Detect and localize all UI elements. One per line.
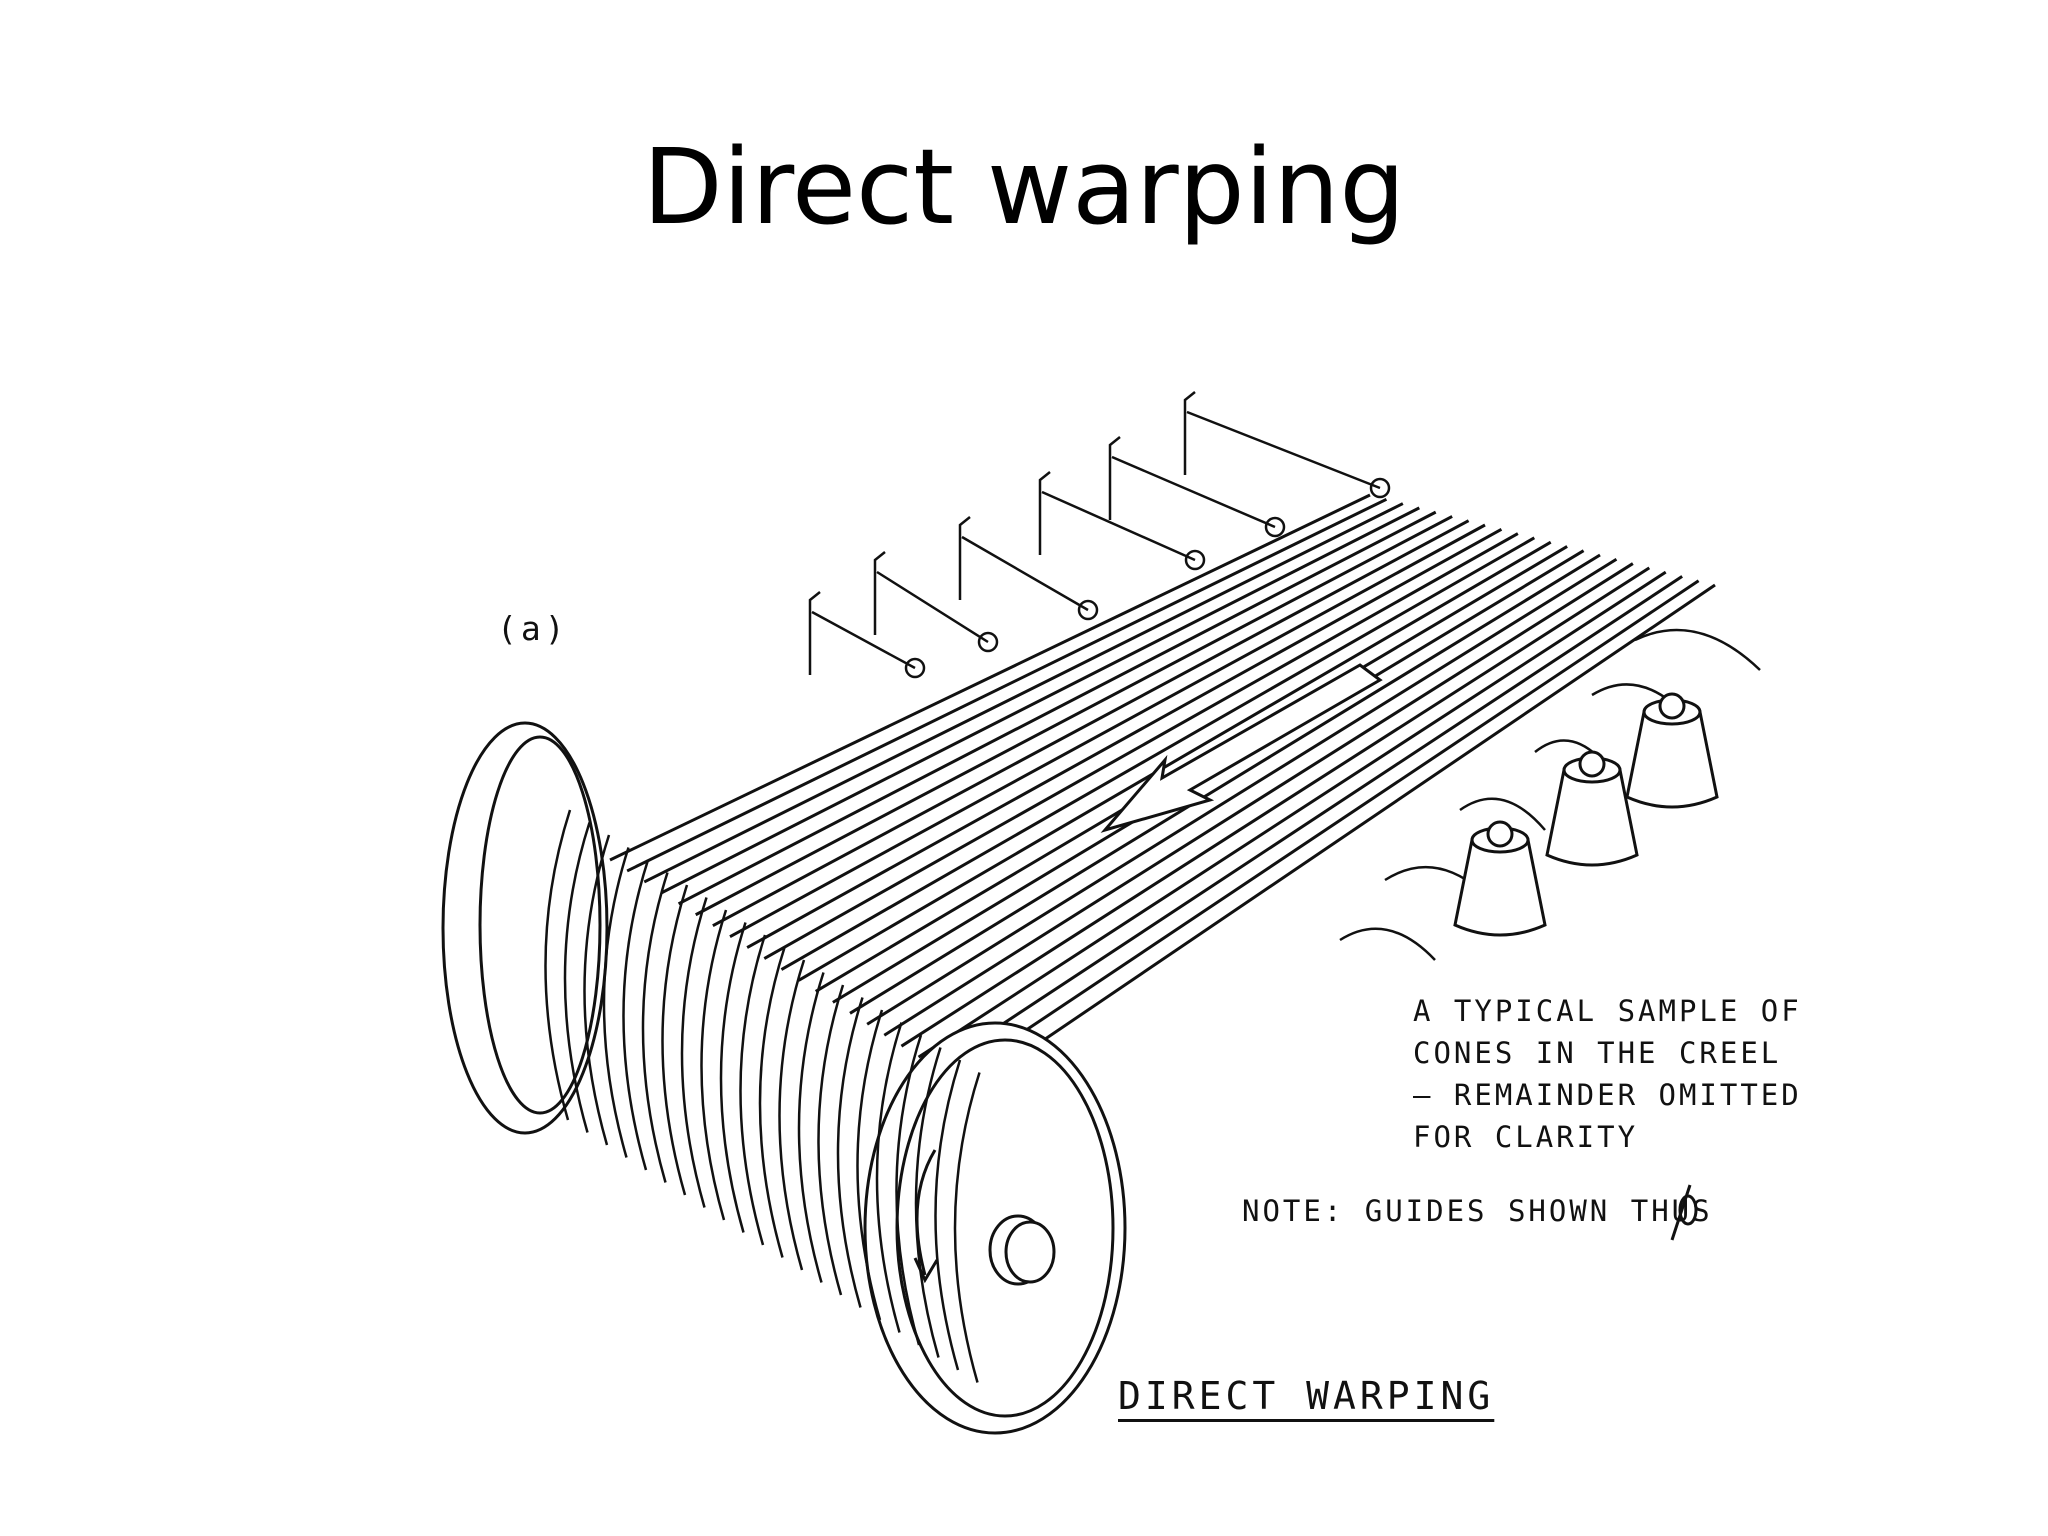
yarn-guide	[977, 631, 999, 653]
beam-wrap-line	[680, 897, 708, 1208]
yarn-cone	[1453, 838, 1547, 937]
creel-cones	[1453, 692, 1719, 937]
yarn-guide	[1077, 599, 1099, 621]
creel-note-line: – REMAINDER OMITTED	[1413, 1078, 1802, 1112]
warp-yarn-line	[849, 553, 1601, 1015]
warp-yarn-line	[780, 536, 1536, 971]
yarn-cone-guide	[1486, 820, 1514, 848]
yarn-guide	[1369, 477, 1391, 499]
beam-wrap-line	[602, 847, 630, 1158]
warp-yarn-line	[934, 575, 1683, 1070]
beam-wrap-line	[661, 884, 689, 1196]
beam-wrap-line	[875, 1022, 903, 1333]
warp-yarn-line	[866, 558, 1618, 1026]
creel-yarn-path	[958, 516, 1089, 612]
beam-wrap-line	[797, 972, 825, 1283]
yarn-cone-guide	[1578, 750, 1606, 778]
creel-yarn-path	[1634, 628, 1761, 671]
creel-yarn-path	[873, 551, 989, 644]
warp-yarn-line	[969, 583, 1716, 1092]
beam-shaft-face	[1004, 1220, 1056, 1284]
creel-yarn-path	[1459, 797, 1546, 831]
guides-note: NOTE: GUIDES SHOWN THUS	[1242, 1194, 1713, 1228]
creel-note-line: A TYPICAL SAMPLE OF	[1413, 994, 1802, 1028]
beam-wrap-line	[856, 1009, 884, 1321]
rotation-arrow-head	[913, 1257, 939, 1284]
warp-yarn-line	[917, 570, 1667, 1059]
beam-wrap-line	[758, 947, 786, 1258]
warp-yarn-line	[900, 566, 1651, 1048]
beam-wrap-line	[934, 1059, 962, 1371]
beam-wrap-line	[836, 997, 864, 1308]
beam-wrap-line	[953, 1072, 981, 1383]
yarn-guide	[1264, 516, 1286, 538]
warp-yarn-sheet	[609, 493, 1716, 1092]
rotation-arrow	[915, 1149, 937, 1276]
warp-yarn-line	[643, 502, 1404, 884]
beam-wrap-line	[778, 959, 806, 1271]
guide-symbol-icon	[1670, 1184, 1698, 1241]
beam-wrap-line	[622, 859, 650, 1171]
yarn-cone-guide	[1658, 692, 1686, 720]
beam-wrap-line	[895, 1034, 923, 1346]
yarn-direction-arrow	[1100, 663, 1383, 833]
yarn-cone	[1625, 710, 1719, 809]
creel-yarn-path	[808, 591, 916, 675]
warp-yarn-line	[677, 510, 1437, 906]
creel-note-line: CONES IN THE CREEL	[1413, 1036, 1782, 1070]
warp-yarn-line	[695, 515, 1453, 917]
warp-beam	[441, 721, 1127, 1435]
beam-yarn-wraps	[544, 809, 981, 1383]
yarn-cone	[1545, 768, 1639, 867]
diagram-caption: DIRECT WARPING	[1118, 1374, 1495, 1418]
beam-wrap-line	[817, 984, 845, 1296]
creel-yarn-path	[1183, 391, 1381, 490]
beam-wrap-line	[544, 809, 572, 1121]
creel-yarn-path	[1038, 471, 1196, 562]
warp-yarn-line	[883, 562, 1634, 1037]
creel-note: A TYPICAL SAMPLE OF CONES IN THE CREEL –…	[1413, 990, 1802, 1158]
figure-label: (a)	[497, 609, 569, 648]
warp-yarn-line	[729, 523, 1486, 938]
beam-back-flange-inner	[478, 735, 602, 1115]
warp-yarn-line	[952, 579, 1700, 1081]
yarn-guide	[904, 657, 926, 679]
warp-yarn-line	[626, 497, 1388, 873]
warp-yarn-line	[797, 540, 1552, 982]
beam-wrap-line	[914, 1047, 942, 1358]
beam-wrap-line	[739, 934, 767, 1246]
warp-yarn-line	[712, 519, 1470, 928]
creel-yarn-path	[1108, 436, 1276, 529]
slide-title: Direct warping	[642, 126, 1406, 248]
beam-wrap-line	[563, 822, 591, 1133]
beam-wrap-line	[583, 834, 611, 1146]
warp-yarn-line	[660, 506, 1420, 895]
yarn-guide	[1184, 549, 1206, 571]
beam-wrap-line	[719, 922, 747, 1233]
warp-yarn-line	[763, 532, 1519, 960]
creel-note-line: FOR CLARITY	[1413, 1120, 1639, 1154]
warp-yarn-line	[746, 527, 1503, 949]
beam-back-flange	[441, 721, 609, 1135]
beam-wrap-line	[700, 909, 728, 1221]
warp-yarn-line	[609, 493, 1371, 862]
creel-yarn-path	[1339, 927, 1436, 961]
beam-wrap-line	[641, 872, 669, 1183]
